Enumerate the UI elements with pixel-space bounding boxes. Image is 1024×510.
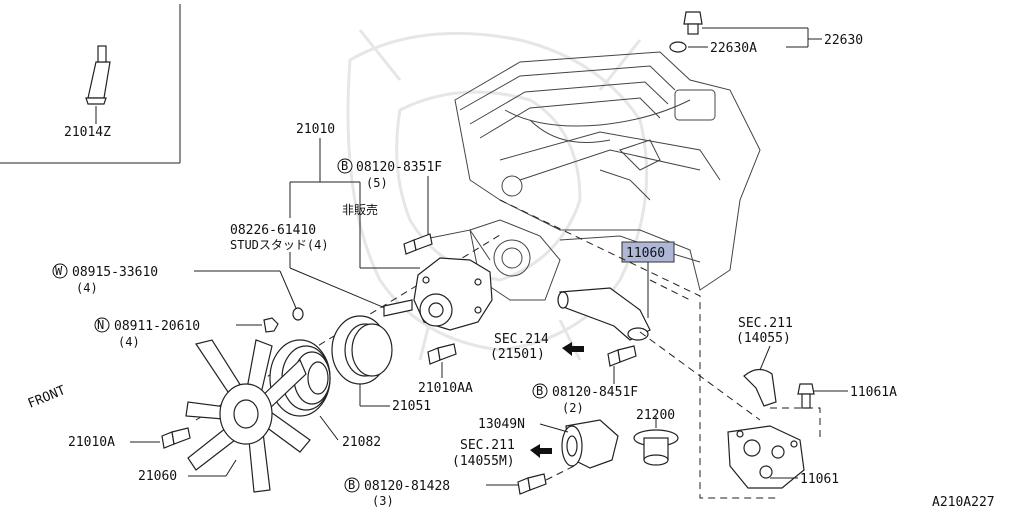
bolt-11061a [797,383,815,409]
label-sec211-right: SEC.211 [738,316,793,331]
label-sec211-low-ref: (14055M) [452,454,515,469]
label-22630a: 22630A [710,41,757,56]
bolt-lower [517,473,547,495]
bolt-21010aa [427,343,457,365]
label-21010: 21010 [296,122,335,137]
figure-code: A210A227 [932,495,995,510]
prefix-b-mid: B [536,384,543,398]
label-11060[interactable]: 11060 [626,246,665,261]
water-pipe [557,287,651,341]
bolt-upper [403,233,433,255]
label-not-for-sale: 非販売 [342,202,378,217]
water-outlet-13049n [561,419,619,469]
watermark-emblem [346,29,649,361]
label-08915-33610-qty: (4) [76,281,98,295]
label-08120-8351f-qty: (5) [366,176,388,190]
label-08120-8451f: 08120-8451F [552,385,638,400]
housing-11061 [727,425,805,489]
prefix-n: N [97,318,104,332]
grease-tube-icon [85,45,111,105]
label-21014z: 21014Z [64,125,111,140]
label-sec211-right-ref: (14055) [736,331,791,346]
label-08911-20610-qty: (4) [118,335,140,349]
label-22630: 22630 [824,33,863,48]
prefix-b-upper: B [341,159,348,173]
prefix-b-low: B [348,478,355,492]
engine-block [419,51,761,301]
label-08120-81428-qty: (3) [372,494,394,508]
label-21060: 21060 [138,469,177,484]
thermostat-21200 [633,429,679,466]
label-08120-8351f: 08120-8351F [356,160,442,175]
water-pump-21010 [383,257,493,331]
inset-box: 21014Z [0,4,181,164]
arrow-sec211-low [530,444,552,458]
label-11061: 11061 [800,472,839,487]
label-08911-20610: 08911-20610 [114,319,200,334]
label-front: FRONT [26,383,68,412]
bolt-21010a [161,427,191,449]
label-21200: 21200 [636,408,675,423]
label-sec211-low: SEC.211 [460,438,515,453]
bolt-mid [607,345,637,367]
label-08120-81428: 08120-81428 [364,479,450,494]
pulley-21051 [331,315,393,385]
fan-21060 [185,339,311,493]
label-08120-8451f-qty: (2) [562,401,584,415]
fan-coupling-21082 [269,339,331,417]
temp-switch-22630: 22630 22630A [669,11,863,56]
label-11061a: 11061A [850,385,897,400]
label-sec214-ref: (21501) [490,347,545,362]
label-13049n: 13049N [478,417,525,432]
prefix-w: W [55,264,63,278]
label-21010a: 21010A [68,435,115,450]
label-08915-33610: 08915-33610 [72,265,158,280]
label-21051: 21051 [392,399,431,414]
label-21082: 21082 [342,435,381,450]
label-21010aa: 21010AA [418,381,473,396]
arrow-sec214 [562,342,584,356]
label-stud: STUDスタッド(4) [230,238,329,252]
label-sec214: SEC.214 [494,332,549,347]
hose-elbow [743,368,777,407]
label-08226-61410: 08226-61410 [230,223,316,238]
